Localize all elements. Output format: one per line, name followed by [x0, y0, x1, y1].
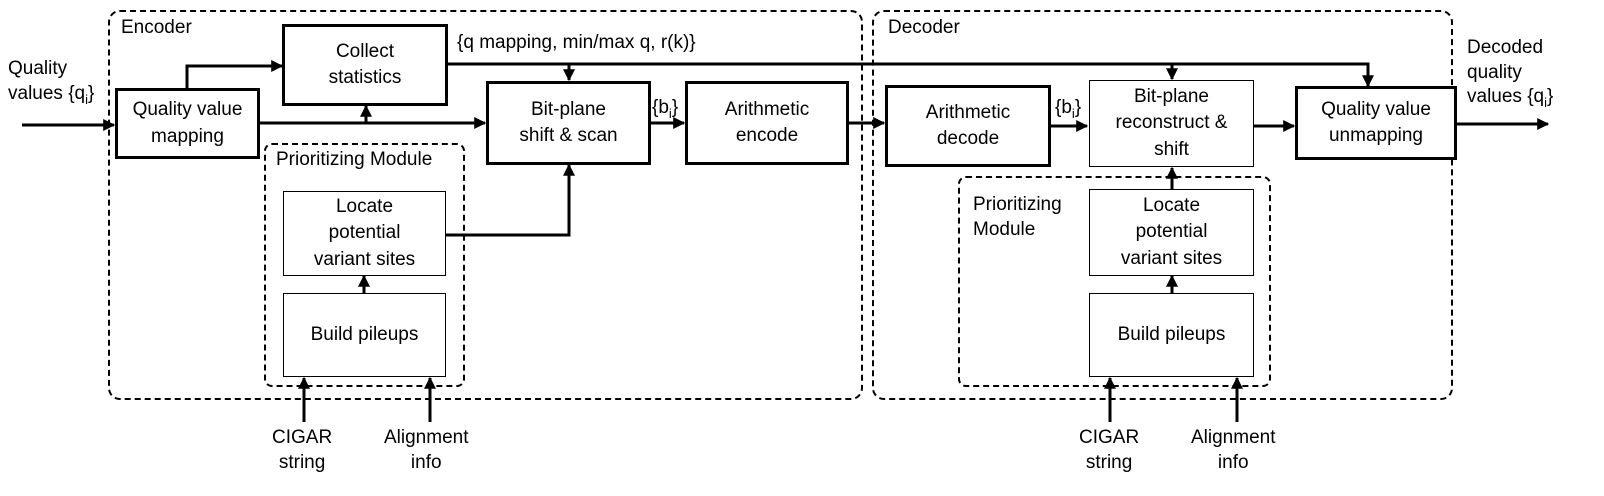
collect-statistics-block: Collect statistics	[282, 24, 448, 106]
encoder-cigar-string-label: CIGAR string	[272, 427, 333, 473]
encoder-alignment-info-label: Alignment info	[384, 427, 469, 473]
arithmetic-encode-block: Arithmetic encode	[685, 81, 849, 165]
encoder-prioritizing-module	[264, 143, 465, 387]
decoder-bitplane-label: {bi}	[1055, 97, 1082, 121]
decoder-prioritizing-module	[958, 176, 1271, 387]
decoder-locate-sites-block: Locate potential variant sites	[1089, 189, 1254, 276]
encoder-build-pileups-block: Build pileups	[283, 293, 446, 377]
arithmetic-decode-block: Arithmetic decode	[885, 85, 1051, 167]
decoder-cigar-string-label: CIGAR string	[1079, 427, 1140, 473]
input-quality-values-label: Quality values {qi}	[8, 58, 95, 107]
decoder-alignment-info-label: Alignment info	[1191, 427, 1276, 473]
bitplane-shift-scan-block: Bit-plane shift & scan	[486, 81, 651, 165]
quality-value-unmapping-block: Quality value unmapping	[1295, 86, 1457, 160]
decoder-prioritizing-module-title: Prioritizing Module	[973, 194, 1062, 240]
decoder-title: Decoder	[888, 17, 960, 38]
encoder-title: Encoder	[121, 17, 192, 38]
quality-value-mapping-block: Quality value mapping	[115, 88, 260, 159]
encoder-region	[108, 10, 863, 400]
encoder-locate-sites-block: Locate potential variant sites	[283, 191, 446, 276]
bitplane-reconstruct-shift-block: Bit-plane reconstruct & shift	[1089, 80, 1254, 167]
encoder-prioritizing-module-title: Prioritizing Module	[276, 149, 433, 170]
output-decoded-quality-values-label: Decoded quality values {qi}	[1467, 37, 1554, 111]
encoder-bitplane-label: {bi}	[652, 97, 679, 121]
decoder-region	[872, 10, 1453, 400]
statistics-side-info-label: {q mapping, min/max q, r(k)}	[457, 32, 696, 53]
decoder-build-pileups-block: Build pileups	[1089, 293, 1254, 377]
